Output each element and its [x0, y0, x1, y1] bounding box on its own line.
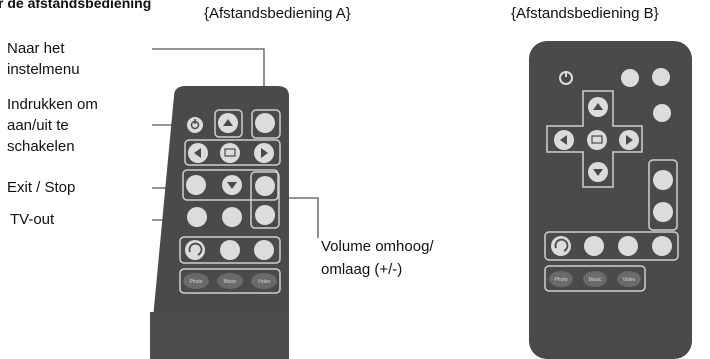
- remote-a: Photo Music Video: [150, 86, 289, 359]
- label-power-line3: schakelen: [7, 138, 75, 155]
- label-setup-menu-line2: instelmenu: [7, 61, 80, 78]
- remote-b-vol-down-button: [653, 202, 673, 222]
- remote-a-exit-button: [186, 175, 206, 195]
- remote-a-power-button: [187, 117, 203, 133]
- remote-b-dpad-outline: [546, 90, 643, 188]
- remote-b-row-button-4: [652, 236, 672, 256]
- remote-b: Photo Music Video: [529, 41, 692, 359]
- remote-b-music-button: [583, 271, 607, 287]
- remote-a-caption: {Afstandsbediening A}: [204, 5, 351, 22]
- remote-a-setup-button: [255, 113, 275, 133]
- remote-a-mid-button: [222, 207, 242, 227]
- label-setup-menu-line1: Naar het: [7, 40, 65, 57]
- remote-a-row5-button-2: [220, 240, 240, 260]
- remote-a-music-label: Music: [223, 279, 237, 285]
- remote-b-ok-button: [587, 130, 607, 150]
- remote-b-music-label: Music: [588, 277, 602, 283]
- remote-a-music-button: [217, 273, 243, 289]
- remote-b-caption: {Afstandsbediening B}: [511, 5, 659, 22]
- remote-a-ok-button: [220, 143, 240, 163]
- remote-b-setup-button: [652, 68, 670, 86]
- remote-b-body: [529, 41, 692, 359]
- label-volume-line1: Volume omhoog/: [321, 238, 434, 255]
- remote-a-video-label: Video: [258, 279, 271, 285]
- leader-volume: [284, 197, 319, 238]
- page-title: r de afstandsbediening: [0, 0, 152, 11]
- label-volume-line2: omlaag (+/-): [321, 261, 403, 278]
- remote-a-video-button: [251, 273, 277, 289]
- remote-b-row-button-2: [584, 236, 604, 256]
- leader-menu: [152, 48, 265, 100]
- label-power-line2: aan/uit te: [7, 117, 69, 134]
- remote-b-tv-button: [621, 69, 639, 87]
- label-power-line1: Indrukken om: [7, 96, 98, 113]
- label-power: Indrukken om aan/uit te schakelen: [7, 94, 98, 157]
- label-tv-out: TV-out: [10, 211, 55, 228]
- label-volume: Volume omhoog/ omlaag (+/-): [321, 235, 434, 281]
- remote-a-tvout-button: [187, 207, 207, 227]
- remote-a-photo-button: [183, 273, 209, 289]
- remote-b-photo-button: [549, 271, 573, 287]
- remote-b-video-button: [617, 271, 641, 287]
- label-exit-stop: Exit / Stop: [7, 179, 76, 196]
- remote-a-row5-button-3: [254, 240, 274, 260]
- remote-b-photo-label: Photo: [554, 277, 567, 283]
- remote-a-vol-down-button: [255, 205, 275, 225]
- remote-a-photo-label: Photo: [189, 279, 202, 285]
- label-setup-menu: Naar het instelmenu: [7, 38, 80, 80]
- remote-b-video-label: Video: [623, 277, 636, 283]
- remote-b-exit-button: [653, 104, 671, 122]
- remote-b-vol-up-button: [653, 170, 673, 190]
- remote-b-row-button-3: [618, 236, 638, 256]
- remote-a-vol-up-button: [255, 176, 275, 196]
